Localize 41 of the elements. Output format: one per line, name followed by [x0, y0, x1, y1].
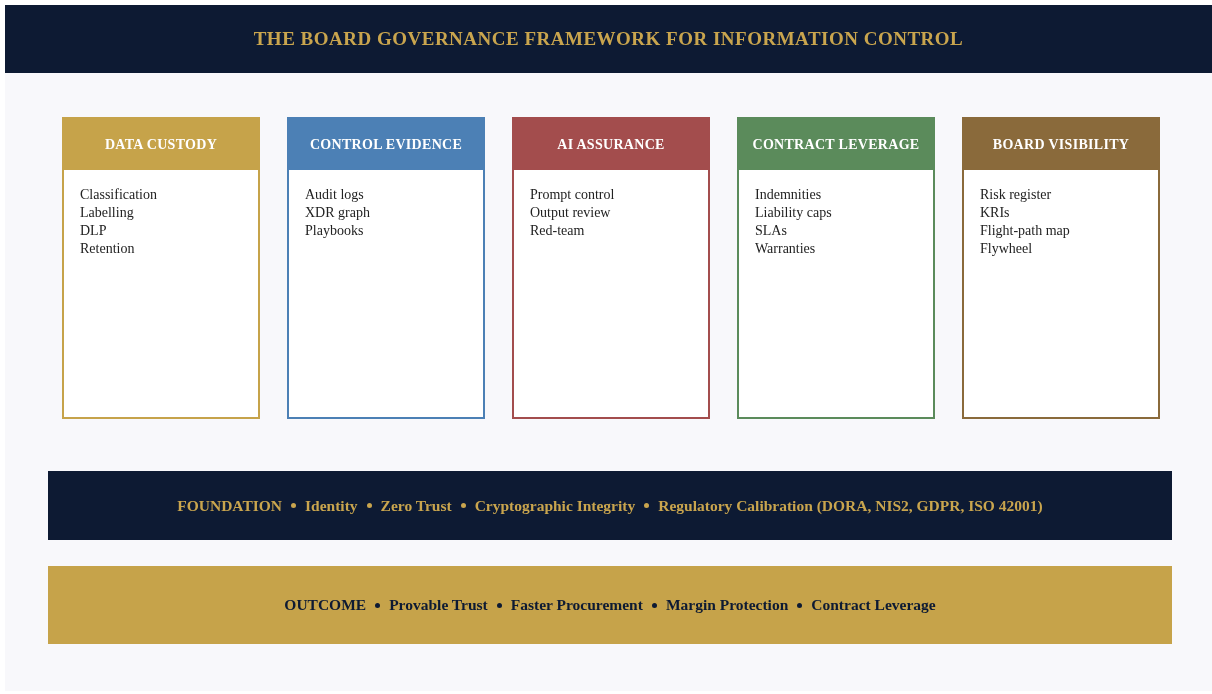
list-item: Output review — [530, 204, 612, 222]
list-item: XDR graph — [305, 204, 371, 222]
banner-heading: FOUNDATION — [177, 496, 283, 515]
list-item: Liability caps — [755, 204, 833, 222]
list-item: Retention — [80, 240, 136, 258]
list-item: SLAs — [755, 222, 788, 240]
banner-item: Contract Leverage — [811, 596, 936, 614]
card-header: BOARD VISIBILITY — [964, 119, 1158, 170]
card-header: DATA CUSTODY — [64, 119, 258, 170]
banner — [48, 566, 1172, 644]
banner-item: Cryptographic Integrity — [474, 496, 636, 515]
banner-item: Margin Protection — [665, 596, 789, 614]
banner-item: Faster Procurement — [510, 596, 643, 614]
card-header: CONTRACT LEVERAGE — [739, 119, 933, 170]
category-card — [962, 117, 1160, 419]
list-item: Flight-path map — [980, 222, 1071, 240]
banner-item: Zero Trust — [380, 496, 452, 515]
list-item: Flywheel — [980, 240, 1034, 258]
category-card — [287, 117, 485, 419]
list-item: Risk register — [980, 186, 1053, 204]
list-item: Playbooks — [305, 222, 365, 240]
card-header: CONTROL EVIDENCE — [289, 119, 483, 170]
category-card — [737, 117, 935, 419]
list-item: KRIs — [980, 204, 1011, 222]
list-item: Indemnities — [755, 186, 823, 204]
banner-item: Provable Trust — [389, 596, 488, 614]
list-item: Classification — [80, 186, 158, 204]
banner-item: Identity — [305, 496, 358, 515]
list-item: Prompt control — [530, 186, 616, 204]
card-header: AI ASSURANCE — [514, 119, 708, 170]
category-card — [512, 117, 710, 419]
banner-heading: OUTCOME — [284, 596, 367, 614]
banner — [48, 471, 1172, 540]
list-item: DLP — [80, 222, 108, 240]
list-item: Red-team — [530, 222, 586, 240]
list-item: Audit logs — [305, 186, 365, 204]
list-item: Labelling — [80, 204, 135, 222]
banner-item: Regulatory Calibration (DORA, NIS2, GDPR, ISO 42001) — [658, 496, 1043, 515]
category-card — [62, 117, 260, 419]
list-item: Warranties — [755, 240, 817, 258]
title-banner: THE BOARD GOVERNANCE FRAMEWORK FOR INFORMATION CONTROL — [5, 5, 1212, 73]
